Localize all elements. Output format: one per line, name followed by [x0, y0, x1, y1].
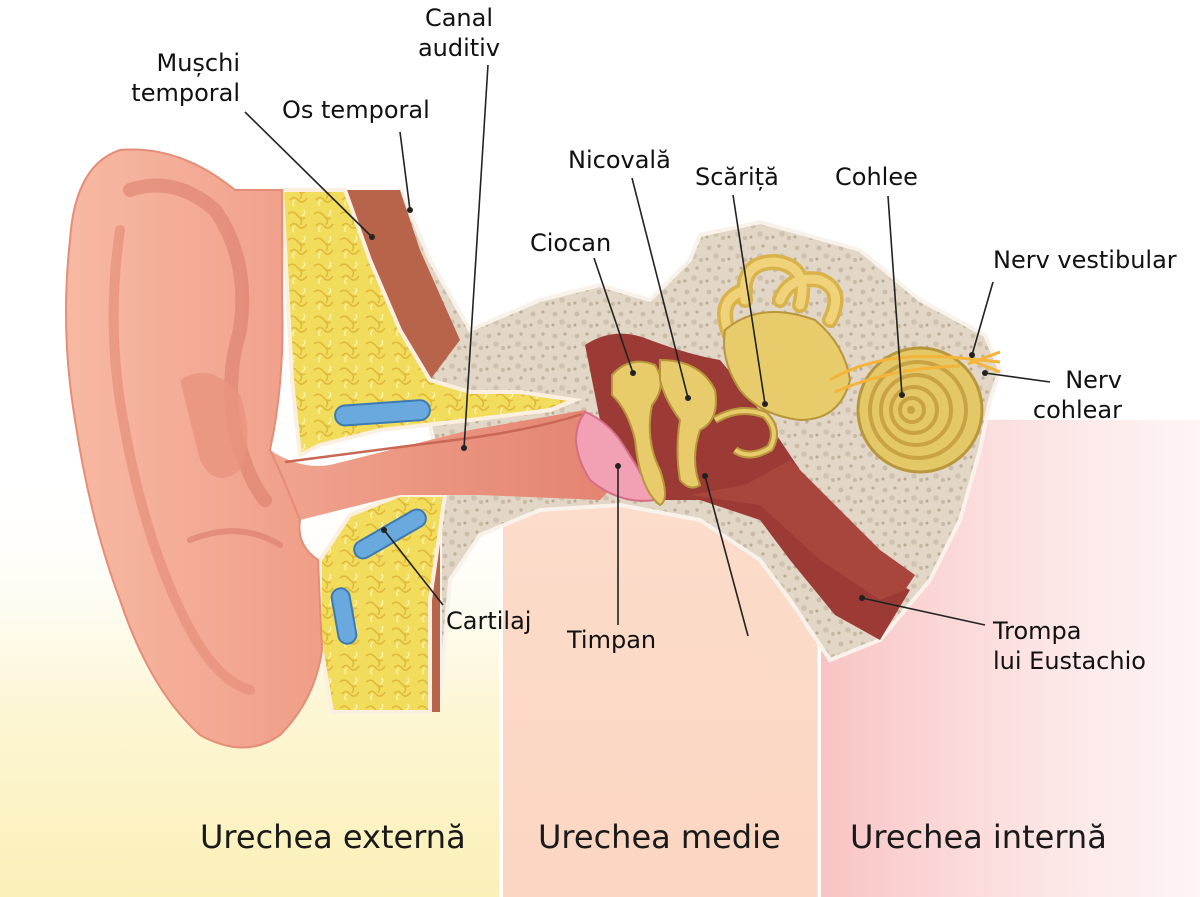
- pinna: [65, 148, 324, 749]
- ossicle-incus: [659, 358, 717, 489]
- leader-trompa: [861, 597, 986, 626]
- nerve-fibers: [829, 350, 1001, 394]
- leader-canal: [463, 64, 489, 449]
- leader-lines: [244, 64, 1051, 637]
- leader-muschi: [244, 111, 373, 238]
- label-nicovala: Nicovală: [568, 146, 671, 174]
- leader-vestibular: [971, 281, 994, 356]
- cartilage-blue-1: [334, 399, 431, 427]
- leader-eustachio: [704, 475, 749, 637]
- label-nerv-vestibular: Nerv vestibular: [993, 246, 1177, 274]
- cochlea: [856, 346, 984, 474]
- label-timpan: Timpan: [567, 626, 657, 654]
- leader-nicovala: [631, 177, 689, 399]
- leader-cohlear: [984, 372, 1051, 383]
- leader-cohlee: [887, 195, 903, 396]
- cartilage-lower: [318, 493, 448, 714]
- label-muschi-temporal: Mușchi temporal: [131, 49, 240, 107]
- label-nerv-cohlear: Nerv cohlear: [1032, 366, 1122, 424]
- label-scarita: Scăriță: [695, 163, 779, 191]
- ossicle-malleus: [611, 360, 666, 507]
- zone-title-middle: Urechea medie: [538, 818, 781, 856]
- leader-cartilaj: [383, 529, 444, 606]
- zone-title-external: Urechea externă: [200, 818, 466, 856]
- label-cartilaj: Cartilaj: [446, 607, 532, 635]
- label-cohlee: Cohlee: [835, 163, 918, 191]
- label-trompa-eustachio: Trompa lui Eustachio: [993, 617, 1146, 675]
- ear-canal: [270, 410, 640, 520]
- label-ciocan: Ciocan: [530, 229, 612, 257]
- cartilage-upper: [279, 188, 583, 459]
- leader-scarita: [732, 194, 766, 405]
- leader-ciocan: [593, 257, 634, 374]
- label-canal-auditiv: Canal auditiv: [417, 4, 501, 62]
- label-os-temporal: Os temporal: [282, 96, 430, 124]
- zone-title-inner: Urechea internă: [850, 818, 1107, 856]
- leader-os: [399, 131, 411, 211]
- eustachian-tube: [690, 460, 915, 600]
